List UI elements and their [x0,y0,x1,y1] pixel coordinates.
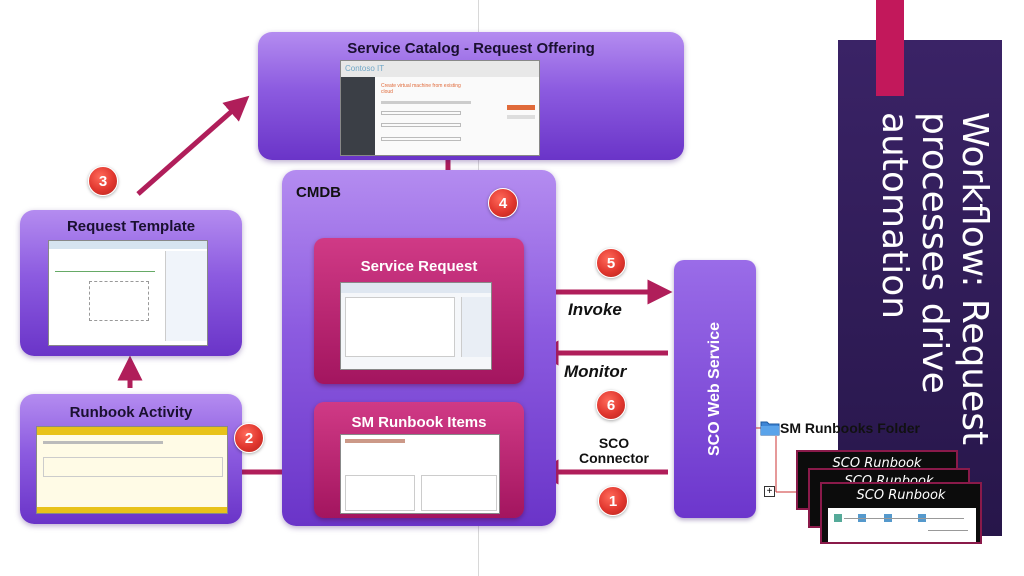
request-template-title: Request Template [66,218,196,235]
runbook-card-front: SCO Runbook [820,482,982,544]
catalog-brand: Contoso IT [345,64,385,73]
badge-2: 2 [234,423,264,453]
cmdb-label: CMDB [296,184,341,201]
sco-connector-label: SCO Connector [579,435,649,466]
accent-tab [876,0,904,96]
sm-runbook-items-screenshot [340,434,500,514]
runbook-card-back-title: SCO Runbook [832,456,922,471]
sco-web-service-box [674,260,756,518]
service-request-title: Service Request [360,258,478,275]
folder-icon [760,421,780,436]
runbook-card-front-title: SCO Runbook [856,488,946,503]
badge-4: 4 [488,188,518,218]
service-catalog-screenshot: Contoso IT Create virtual machine from e… [340,60,540,156]
badge-3: 3 [88,166,118,196]
runbook-activity-title: Runbook Activity [69,404,193,421]
badge-1: 1 [598,486,628,516]
request-template-screenshot [48,240,208,346]
service-request-screenshot [340,282,492,370]
sco-web-service-title: SCO Web Service [706,322,723,456]
folder-label: SM Runbooks Folder [780,420,920,436]
service-catalog-title: Service Catalog - Request Offering [347,40,595,57]
arrow-3 [136,95,250,196]
catalog-heading: Create virtual machine from existing clo… [381,83,461,95]
expand-plus-icon[interactable]: + [764,486,775,497]
badge-5: 5 [596,248,626,278]
badge-6: 6 [596,390,626,420]
slide-title: Workflow: Request processes drive automa… [874,112,995,446]
sco-web-service-text-wrap: SCO Web Service [674,260,756,518]
monitor-label: Monitor [564,362,627,381]
invoke-label: Invoke [568,300,622,319]
sm-runbook-items-title: SM Runbook Items [351,414,487,431]
runbook-activity-screenshot [36,426,228,514]
